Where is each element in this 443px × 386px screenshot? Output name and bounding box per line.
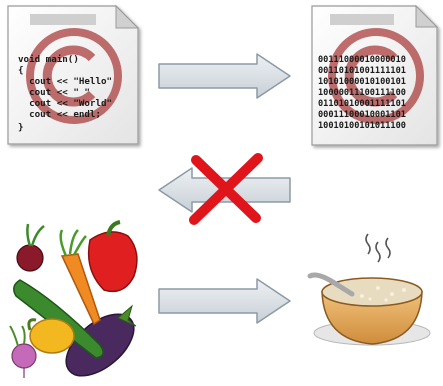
vegetables-icon (9, 220, 138, 378)
code-line: cout << "World" (18, 98, 112, 109)
binary-text: 00111000010000010 00110101001111101 1010… (318, 55, 406, 131)
arrow-right-icon (158, 278, 291, 324)
binary-line: 01101010001111101 (318, 99, 406, 109)
binary-line: 10000011100111100 (318, 88, 406, 98)
binary-line: 00011100010001101 (318, 110, 406, 120)
code-line: void main() (18, 54, 79, 65)
code-line: cout << " " (18, 87, 90, 98)
binary-line: 00110101001111101 (318, 66, 406, 76)
copyright-icon (328, 28, 424, 124)
binary-line: 00111000010000010 (318, 55, 406, 65)
code-line: } (18, 122, 24, 133)
copyright-icon (26, 28, 122, 124)
code-line: cout << endl; (18, 109, 101, 120)
red-x-icon (189, 153, 263, 225)
code-line: { (18, 65, 24, 76)
soup-bowl-icon (307, 233, 431, 346)
binary-line: 10010100101011100 (318, 121, 406, 131)
binary-line: 10101000010100101 (318, 77, 406, 87)
source-code-text: void main() { cout << "Hello" cout << " … (18, 54, 112, 133)
code-line: cout << "Hello" (18, 76, 112, 87)
arrow-right-icon (158, 53, 291, 99)
